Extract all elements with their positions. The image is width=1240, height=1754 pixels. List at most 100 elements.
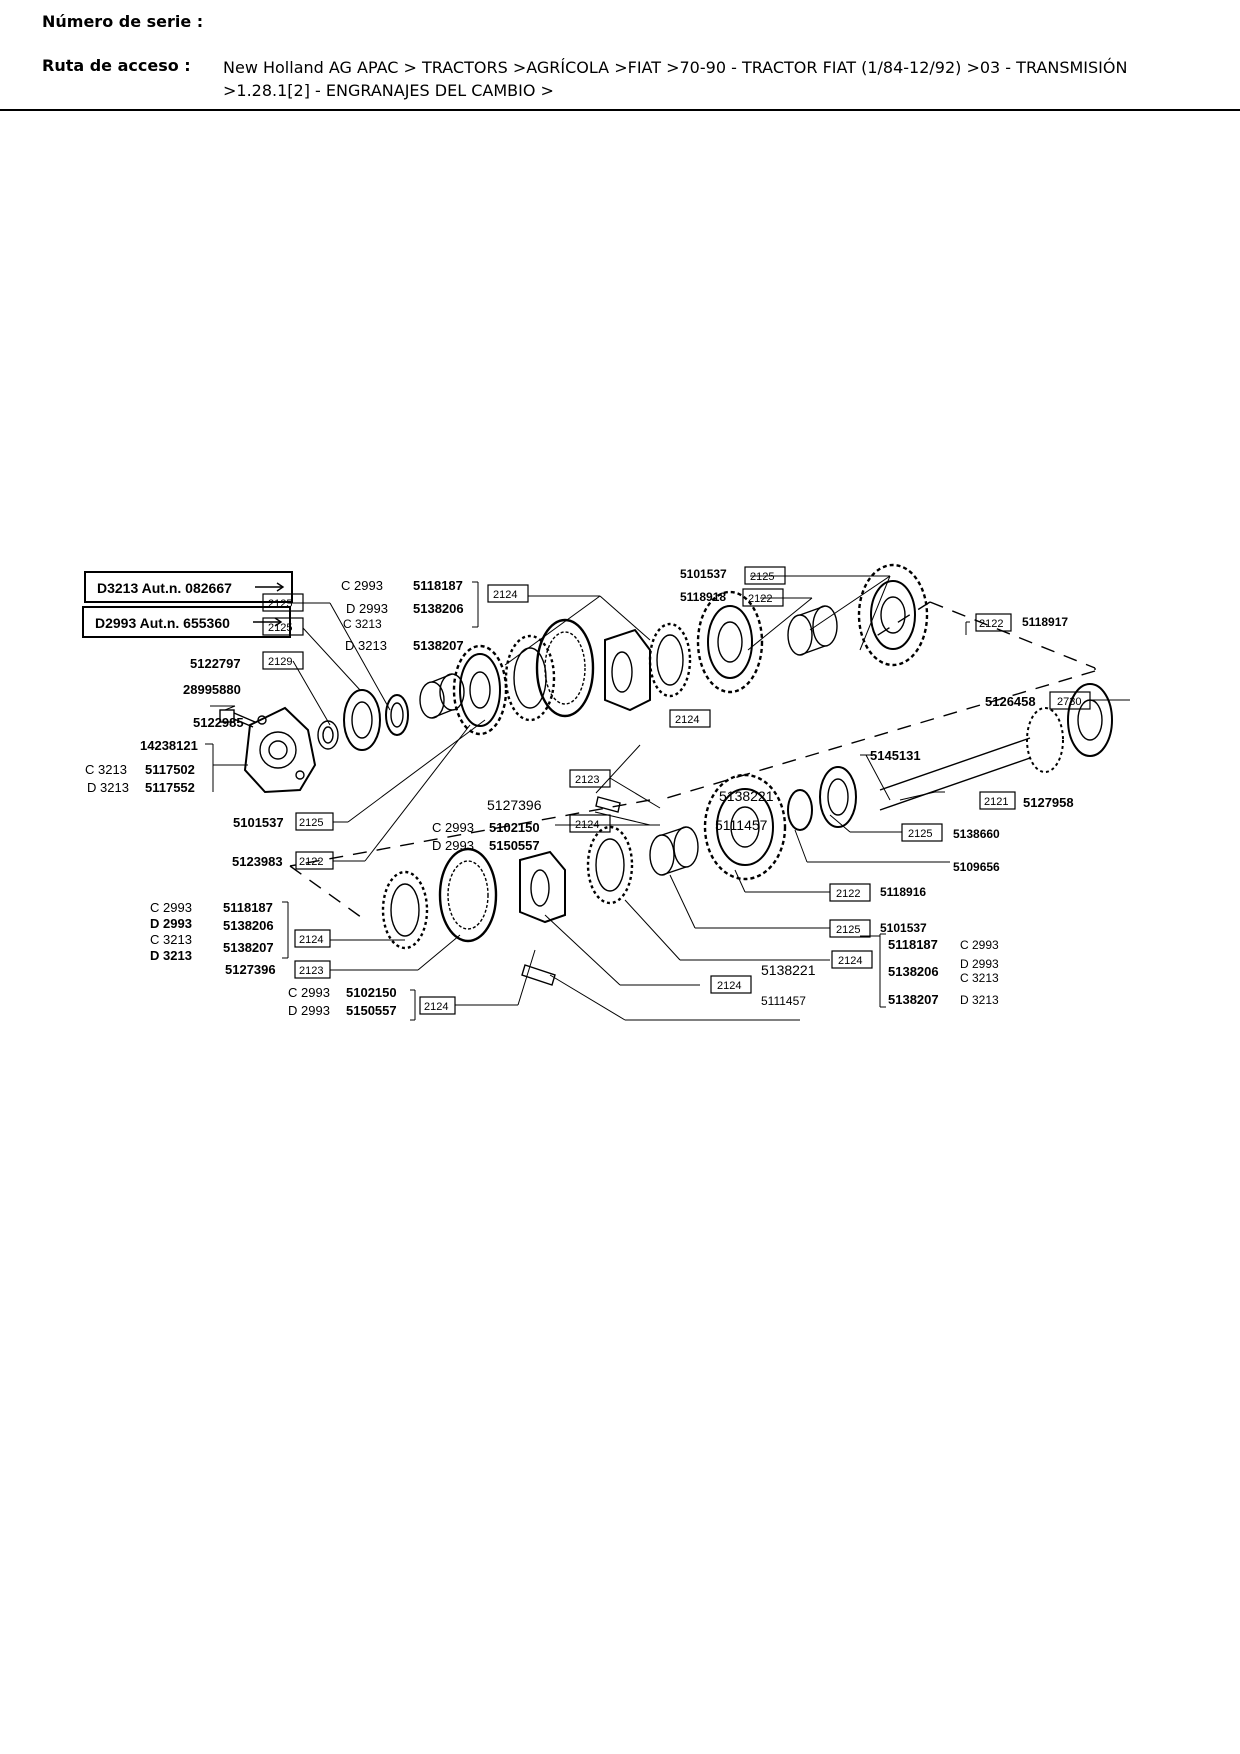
synchro-ring — [504, 634, 556, 722]
svg-text:2125: 2125 — [268, 622, 292, 634]
svg-text:2125: 2125 — [908, 828, 932, 840]
synchro-ring — [381, 870, 429, 950]
svg-text:5145131: 5145131 — [870, 748, 921, 763]
svg-text:C 2993: C 2993 — [341, 578, 383, 593]
synchro-ring — [648, 622, 692, 698]
svg-text:5117502: 5117502 — [145, 762, 195, 777]
svg-text:5138206: 5138206 — [223, 918, 274, 933]
seal-ring — [317, 720, 339, 750]
svg-text:5111457: 5111457 — [715, 817, 768, 833]
main-shaft — [879, 707, 1064, 811]
svg-text:2125: 2125 — [299, 817, 323, 829]
svg-text:C 2993: C 2993 — [288, 985, 330, 1000]
svg-text:5138206: 5138206 — [413, 601, 464, 616]
svg-text:5118187: 5118187 — [413, 578, 463, 593]
svg-text:C 3213: C 3213 — [343, 617, 382, 631]
gear — [857, 563, 929, 667]
svg-text:5138207: 5138207 — [413, 638, 464, 653]
svg-text:C 3213: C 3213 — [85, 762, 127, 777]
svg-text:D 3213: D 3213 — [87, 780, 129, 795]
svg-text:28995880: 28995880 — [183, 682, 241, 697]
serial-number-label: Número de serie : — [42, 12, 204, 31]
svg-text:D 2993: D 2993 — [432, 838, 474, 853]
svg-text:5138207: 5138207 — [223, 940, 274, 955]
svg-text:2124: 2124 — [424, 1001, 448, 1013]
cover-flange — [243, 706, 317, 794]
svg-text:5138206: 5138206 — [888, 964, 939, 979]
svg-text:C 3213: C 3213 — [150, 932, 192, 947]
bolt — [219, 709, 256, 728]
svg-text:2122: 2122 — [748, 593, 772, 605]
needle-bearing — [649, 826, 699, 876]
svg-text:2125: 2125 — [268, 598, 292, 610]
access-path-label: Ruta de acceso : — [42, 56, 191, 75]
coupling-sleeve — [438, 847, 498, 943]
svg-text:2124: 2124 — [575, 819, 599, 831]
svg-text:5127396: 5127396 — [225, 962, 276, 977]
gear — [452, 644, 508, 736]
needle-bearing — [419, 673, 465, 719]
svg-text:D 2993: D 2993 — [288, 1003, 330, 1018]
exploded-parts-diagram: D3213 Aut.n. 082667 D2993 Aut.n. 655360 … — [82, 563, 1130, 1021]
snap-ring — [385, 694, 409, 736]
svg-text:5118917: 5118917 — [1022, 615, 1068, 629]
svg-text:5117552: 5117552 — [145, 780, 195, 795]
svg-text:5118916: 5118916 — [880, 885, 926, 899]
svg-text:5150557: 5150557 — [489, 838, 540, 853]
svg-text:5101537: 5101537 — [680, 567, 727, 581]
svg-text:D 2993: D 2993 — [150, 916, 192, 931]
svg-text:5127958: 5127958 — [1023, 795, 1074, 810]
shift-key — [521, 964, 556, 986]
svg-text:D 3213: D 3213 — [345, 638, 387, 653]
aut-note-box-1 — [84, 571, 293, 603]
svg-text:D 2993: D 2993 — [346, 601, 388, 616]
svg-text:2125: 2125 — [836, 924, 860, 936]
svg-text:D 3213: D 3213 — [150, 948, 192, 963]
svg-text:14238121: 14238121 — [140, 738, 198, 753]
svg-text:2123: 2123 — [575, 774, 599, 786]
gear — [703, 773, 787, 881]
svg-text:5138221: 5138221 — [761, 962, 816, 978]
svg-text:2125: 2125 — [750, 571, 774, 583]
synchro-ring — [586, 825, 634, 905]
svg-text:2122: 2122 — [979, 618, 1003, 630]
svg-text:5138221: 5138221 — [719, 788, 774, 804]
svg-text:5122797: 5122797 — [190, 656, 241, 671]
svg-text:2124: 2124 — [493, 589, 517, 601]
svg-text:5122985: 5122985 — [193, 715, 244, 730]
header-divider — [0, 109, 1240, 111]
svg-text:5101537: 5101537 — [880, 921, 927, 935]
access-path-breadcrumb: New Holland AG APAC > TRACTORS >AGRÍCOLA… — [223, 58, 1128, 100]
svg-text:5102150: 5102150 — [489, 820, 540, 835]
svg-text:2129: 2129 — [268, 656, 292, 668]
ball-bearing — [343, 689, 381, 751]
svg-text:2730: 2730 — [1057, 696, 1081, 708]
synchro-hub — [519, 850, 566, 924]
assembly-dashed-outline — [289, 601, 1096, 921]
svg-text:2121: 2121 — [984, 796, 1008, 808]
svg-text:2122: 2122 — [299, 856, 323, 868]
aut-note-2: D2993 Aut.n. 655360 — [95, 615, 230, 631]
svg-text:5127396: 5127396 — [487, 797, 542, 813]
svg-text:5123983: 5123983 — [232, 854, 283, 869]
svg-text:5150557: 5150557 — [346, 1003, 397, 1018]
synchro-hub — [604, 628, 651, 712]
gear — [696, 590, 764, 694]
svg-text:D 3213: D 3213 — [960, 993, 999, 1007]
needle-bearing — [787, 605, 838, 656]
svg-text:2123: 2123 — [299, 965, 323, 977]
svg-text:2122: 2122 — [836, 888, 860, 900]
svg-text:5118187: 5118187 — [223, 900, 273, 915]
ball-bearing — [819, 766, 857, 828]
svg-text:5101537: 5101537 — [233, 815, 284, 830]
svg-text:5102150: 5102150 — [346, 985, 397, 1000]
svg-text:5126458: 5126458 — [985, 694, 1036, 709]
svg-text:5118187: 5118187 — [888, 937, 938, 952]
aut-note-box-2 — [82, 606, 291, 638]
svg-text:C 2993: C 2993 — [150, 900, 192, 915]
snap-ring — [787, 789, 813, 831]
svg-text:2124: 2124 — [675, 714, 699, 726]
shift-key — [595, 796, 621, 813]
svg-text:C 3213: C 3213 — [960, 971, 999, 985]
svg-text:2124: 2124 — [299, 934, 323, 946]
